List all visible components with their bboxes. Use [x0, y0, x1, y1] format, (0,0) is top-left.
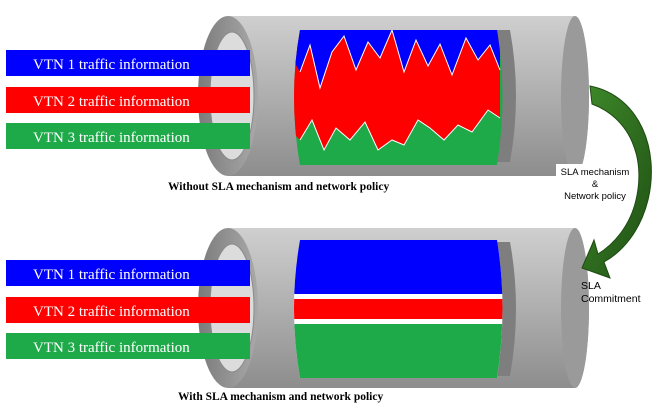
bottom-vtn1-label: VTN 1 traffic information: [33, 267, 190, 283]
bottom-vtn2-label: VTN 2 traffic information: [33, 304, 190, 320]
bottom-vtn1-bar: [6, 260, 250, 286]
top-streams: VTN 1 traffic information VTN 2 traffic …: [6, 50, 250, 149]
bottom-vtn3-bar: [6, 333, 250, 359]
bottom-caption: With SLA mechanism and network policy: [178, 391, 383, 403]
top-vtn3-label: VTN 3 traffic information: [33, 130, 190, 146]
bottom-vtn2-bar: [6, 297, 250, 323]
bottom-streams: VTN 1 traffic information VTN 2 traffic …: [6, 260, 250, 359]
top-vtn1-edge-line: [299, 30, 501, 90]
arrow-label-backdrop: [556, 164, 634, 204]
top-pipe: [198, 16, 589, 176]
commitment-label-line2: Commitment: [581, 293, 641, 305]
arrow-label-line2: &: [592, 179, 599, 190]
top-vtn1-jagged-area: [294, 30, 500, 88]
bottom-vtn3-label: VTN 3 traffic information: [33, 340, 190, 356]
top-vtn2-bar: [6, 87, 250, 113]
top-vtn1-bar: [6, 50, 250, 76]
top-vtn2-label: VTN 2 traffic information: [33, 94, 190, 110]
bottom-pipe-end-cap: [561, 228, 589, 388]
top-vtn3-bar: [6, 123, 250, 149]
curved-arrow-icon: [581, 85, 652, 279]
top-pipe-end-cap: [561, 16, 589, 176]
curved-arrow: [581, 85, 652, 279]
bottom-vtn1-band: [294, 240, 503, 294]
bottom-pipe: [198, 228, 589, 388]
arrow-label-line3: Network policy: [564, 191, 626, 202]
arrow-label-line1: SLA mechanism: [561, 167, 630, 178]
bottom-vtn3-band: [294, 324, 503, 378]
top-vtn3-edge-line: [299, 109, 501, 152]
commitment-label: SLA Commitment: [581, 280, 641, 305]
top-caption: Without SLA mechanism and network policy: [168, 181, 389, 193]
commitment-label-line1: SLA: [581, 280, 601, 292]
bottom-vtn2-band: [294, 299, 503, 319]
top-vtn1-label: VTN 1 traffic information: [33, 57, 190, 73]
arrow-label: SLA mechanism & Network policy: [556, 164, 634, 204]
